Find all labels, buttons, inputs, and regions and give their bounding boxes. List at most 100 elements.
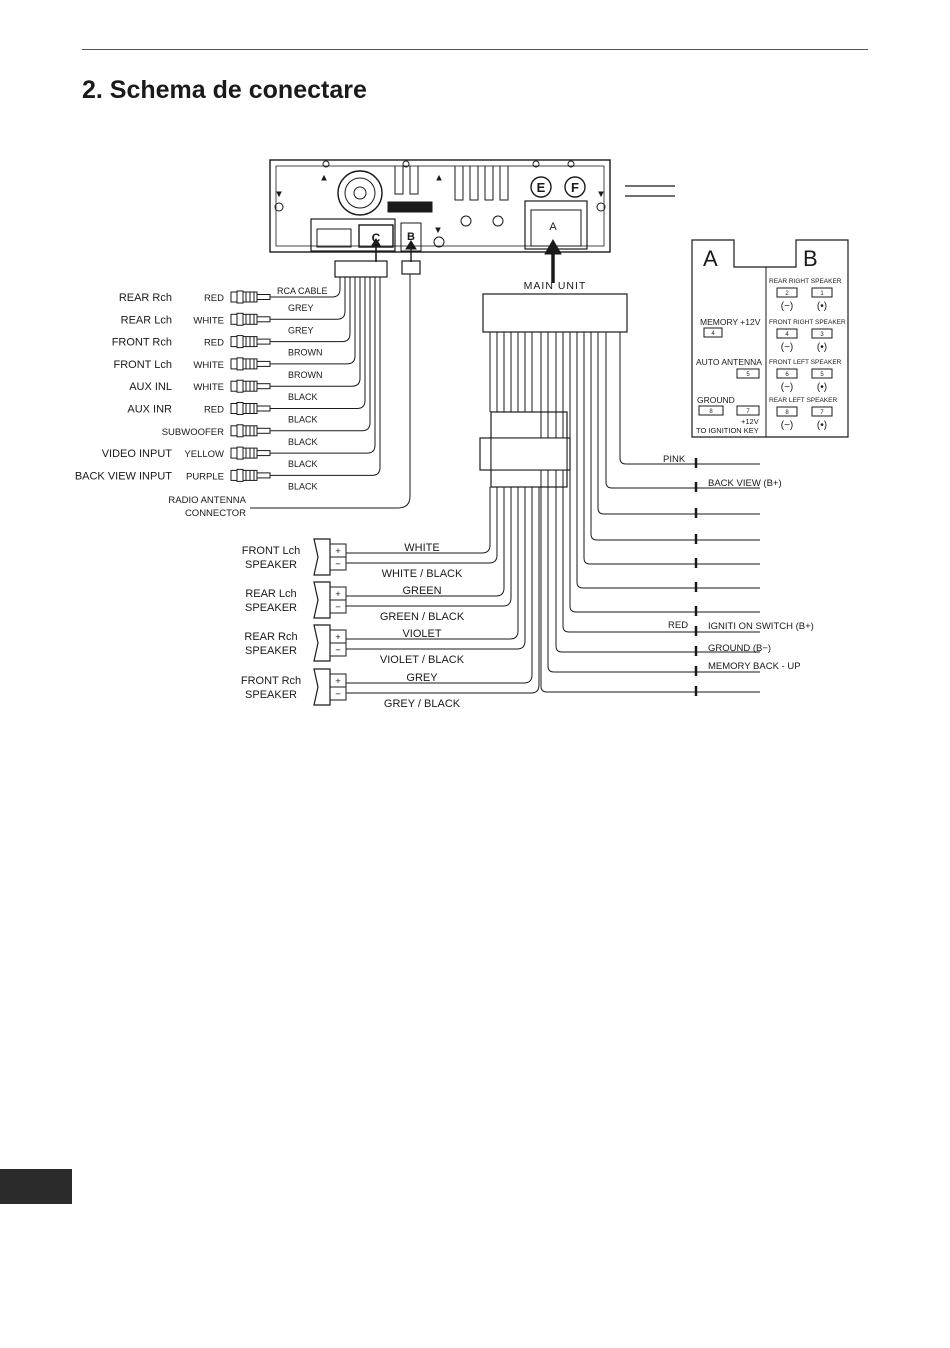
rca-plug-tip [230,425,238,437]
main-harness-group [489,332,760,696]
speaker-plus-sign: + [335,546,341,557]
rca-input-name: FRONT Rch [112,337,172,349]
pin-number: 5 [820,372,824,378]
rca-wire-color: BROWN [288,370,323,380]
harness-wire-right [555,332,760,653]
rca-plug-tip [230,380,238,392]
rca-plug-lead [256,472,271,479]
harness-wire-right [605,332,760,489]
pin-memory-label: MEMORY +12V [700,317,761,327]
speaker-icon [313,668,331,706]
antenna-label-line2: CONNECTOR [185,508,246,519]
harness-wire-right [540,332,760,693]
pin-box [776,287,798,298]
speaker-name-line2: SPEAKER [245,559,297,571]
rca-plug-color: RED [204,338,224,349]
rca-wire-color: GREY [288,303,314,313]
rca-plug-tip [230,403,238,414]
antenna-wire [250,274,411,509]
rca-wire [270,277,361,387]
speaker-name-line2: SPEAKER [245,602,297,614]
speaker-name-line1: REAR Lch [245,588,296,600]
rca-plug-lead [256,360,271,367]
memory-wire-label: MEMORY BACK - UP [708,661,801,672]
rca-plug-ring [236,379,244,393]
speaker-wire-positive [346,487,505,597]
antenna-connector-block [401,260,421,275]
speaker-pos-wire-color: GREY [406,672,438,684]
pin-ground-label: GROUND [697,395,735,405]
pin-number: 3 [820,332,824,338]
rca-wire-color: GREY [288,325,314,335]
pin-polarity-positive: (•) [817,342,827,353]
rca-input-name: REAR Lch [121,314,172,326]
pin-box [776,328,798,339]
speaker-minus-sign: − [335,645,341,656]
rca-plug-ring [236,312,244,326]
pin-box [776,406,798,417]
rca-plug-ring [236,357,244,371]
pin-7-a: 7 [746,409,750,415]
rca-plug-grip [245,314,255,325]
pin-box [811,368,833,379]
pin-polarity-positive: (•) [817,420,827,431]
pin-box [776,368,798,379]
red-wire-label: RED [668,620,688,631]
speaker-wire-negative [346,487,498,564]
rca-plug-tip [230,291,238,303]
rca-input-name: FRONT Lch [114,359,172,371]
pin-number: 8 [785,410,789,416]
pin-polarity-positive: (•) [817,382,827,393]
rca-plug-color: WHITE [193,360,224,371]
harness-wire-right [597,332,760,515]
harness-wire-right [569,332,760,613]
speaker-name-line1: FRONT Rch [241,675,301,687]
speaker-neg-wire-color: VIOLET / BLACK [380,654,465,666]
rca-wire [270,277,351,343]
pinout-header-b: B [803,246,818,271]
rca-wire-color: BLACK [288,459,318,469]
speaker-wire-positive [346,487,533,684]
rca-plug-lead [256,450,271,457]
rca-connector-block [334,260,388,278]
pinout-rear-left-label: REAR LEFT SPEAKER [769,397,837,404]
rca-plug-tip [230,336,238,348]
speaker-wire-negative [346,487,540,694]
pin-box [811,406,833,417]
rca-plug-tip [230,469,238,481]
speaker-pos-wire-color: VIOLET [402,628,441,640]
rca-plug-color: RED [204,405,224,416]
head-unit-rear: MOSFET MAX E F C B A [269,159,675,253]
rca-plug-grip [245,425,255,436]
pinout-table: A B MEMORY +12V 4 AUTO ANTENNA 5 GROUND … [691,239,849,438]
pin-auto-antenna-label: AUTO ANTENNA [696,357,762,367]
rca-plug-tip [230,358,238,370]
rca-plug-tip [230,313,238,325]
pinout-front-left-label: FRONT LEFT SPEAKER [769,359,842,366]
rca-plug-color: SUBWOOFER [162,427,224,438]
connector-a-label: A [549,221,557,233]
pin-polarity-negative: (−) [781,382,794,393]
rca-plug-lead [256,383,271,390]
rca-wire [270,277,376,454]
pinout-rear-right-label: REAR RIGHT SPEAKER [769,278,842,285]
speaker-icon [313,581,331,619]
speaker-pos-wire-color: GREEN [402,585,441,597]
pin-box [811,328,833,339]
connector-c-label: C [372,231,381,245]
rca-wire [270,277,366,409]
speaker-neg-wire-color: WHITE / BLACK [382,568,463,580]
ignition-wire-label: IGNITI ON SWITCH (B+) [708,621,814,632]
main-unit-label: MAIN UNIT [524,280,587,292]
speaker-wire-negative [346,487,512,607]
